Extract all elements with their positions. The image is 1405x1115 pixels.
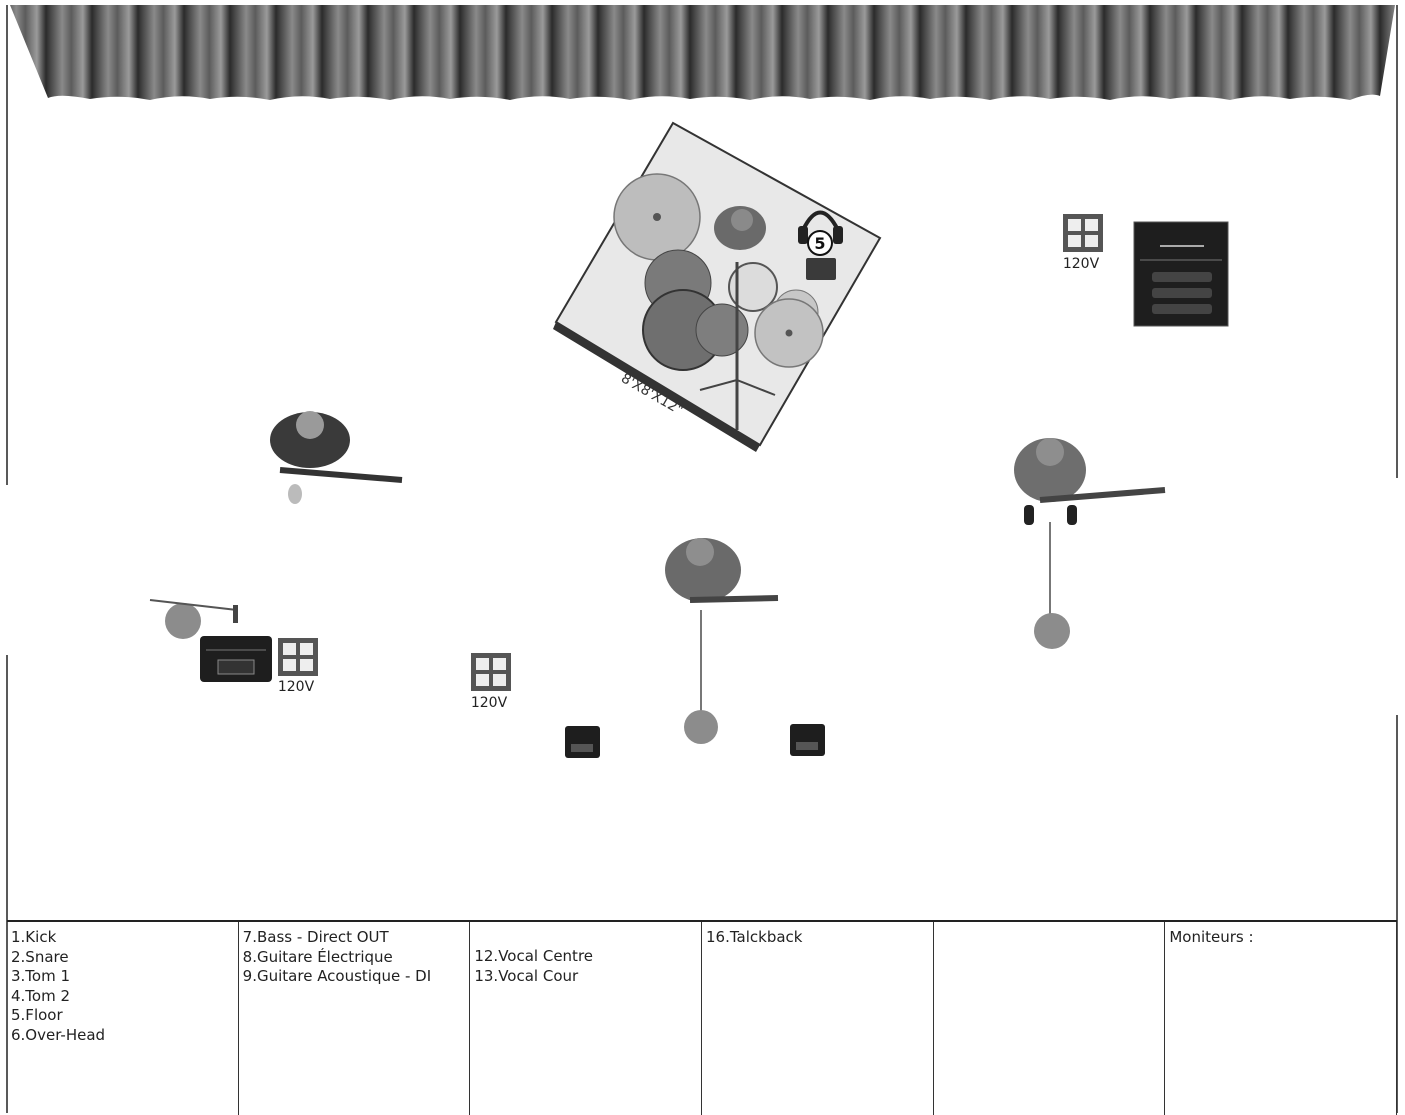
input-item: 9.Guitare Acoustique - DI: [243, 967, 466, 987]
back-curtain: [10, 5, 1395, 100]
input-item: 12.Vocal Centre: [474, 947, 697, 967]
input-item: 7.Bass - Direct OUT: [243, 928, 466, 948]
power-label-left: 120V: [278, 679, 315, 695]
mic-stand-base-center: [684, 710, 718, 744]
floor-monitor-right: [790, 724, 825, 756]
input-item: 6.Over-Head: [11, 1026, 234, 1046]
tom-drum: [696, 304, 748, 356]
input-item: 13.Vocal Cour: [474, 967, 697, 987]
input-item: 5.Floor: [11, 1006, 234, 1026]
input-item: 8.Guitare Électrique: [243, 948, 466, 968]
power-label-center: 120V: [471, 695, 508, 711]
input-item: 16.Talckback: [706, 928, 929, 948]
input-column-instruments: 7.Bass - Direct OUT 8.Guitare Électrique…: [238, 922, 470, 1115]
power-outlet-center: 120V: [471, 653, 511, 711]
talkback-number: 5: [814, 234, 825, 253]
floor-monitor-left: [565, 726, 600, 758]
clipped-text-fragment: [474, 986, 697, 992]
input-column-vocals: 12.Vocal Centre 13.Vocal Cour: [469, 922, 701, 1115]
input-column-empty: [933, 922, 1165, 1115]
power-label-top-right: 120V: [1063, 256, 1100, 272]
input-item: 2.Snare: [11, 948, 234, 968]
input-column-talkback: 16.Talckback: [701, 922, 933, 1115]
guitarist-right: [1014, 438, 1165, 649]
monitors-heading: Moniteurs :: [1169, 928, 1392, 948]
mic-stand-base-left: [165, 603, 201, 639]
input-item: 3.Tom 1: [11, 967, 234, 987]
drum-riser: 8'X8'X12": [553, 123, 880, 452]
lead-vocalist: [665, 538, 778, 744]
power-outlet-top-right: 120V: [1063, 214, 1103, 272]
mic-stand-base-right: [1034, 613, 1070, 649]
input-column-monitors: Moniteurs :: [1164, 922, 1397, 1115]
input-item: 4.Tom 2: [11, 987, 234, 1007]
guitarist-left: [270, 411, 402, 504]
input-list-table: 1.Kick 2.Snare 3.Tom 1 4.Tom 2 5.Floor 6…: [7, 920, 1397, 1115]
guitar-amp-left: [150, 600, 272, 682]
input-column-drums: 1.Kick 2.Snare 3.Tom 1 4.Tom 2 5.Floor 6…: [7, 922, 238, 1115]
input-item: 1.Kick: [11, 928, 234, 948]
bass-amp-cabinet: [1134, 222, 1228, 326]
power-outlet-left: 120V: [278, 638, 318, 695]
